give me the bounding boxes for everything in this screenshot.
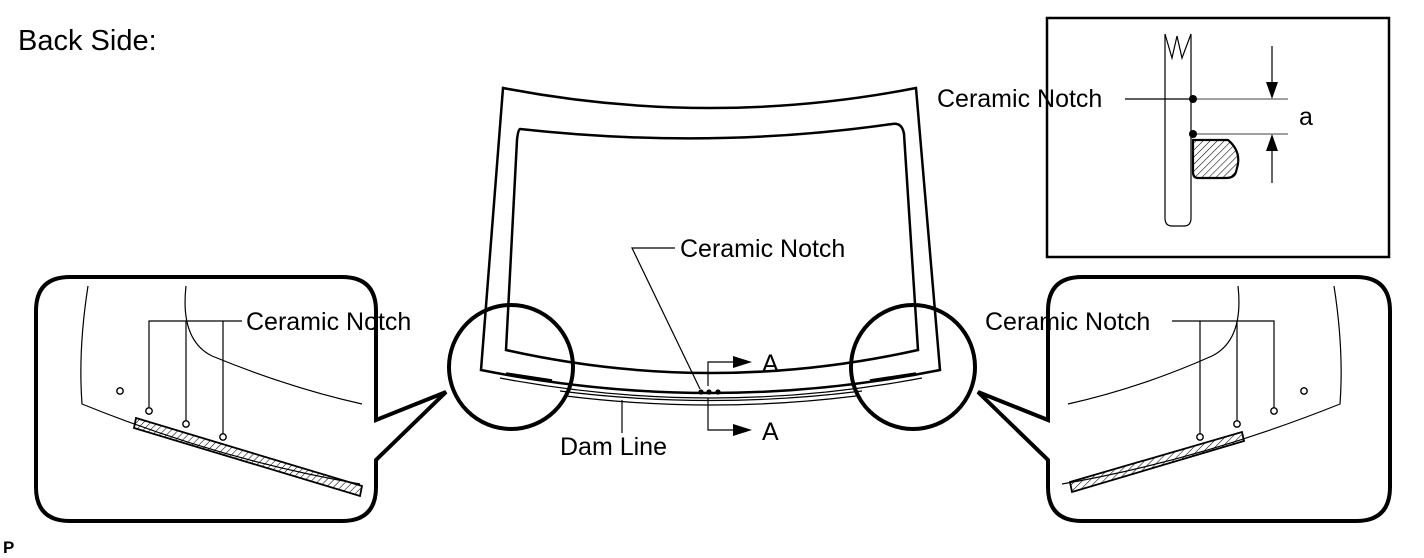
- right-ceramic-notch-label: Ceramic Notch: [985, 308, 1150, 336]
- page-title: Back Side:: [18, 25, 157, 57]
- notch-dot: [706, 389, 712, 395]
- right-detail-panel: Ceramic Notch: [976, 275, 1392, 523]
- arrow-head-icon: [1266, 134, 1278, 151]
- windshield-ceramic-border: [504, 122, 920, 375]
- section-line: [707, 398, 735, 431]
- break-line: [1164, 33, 1192, 61]
- arrow-right-icon: [733, 424, 752, 436]
- section-label-top: A: [762, 350, 779, 378]
- section-inset-frame: [1045, 16, 1391, 259]
- inset-ceramic-notch-label: Ceramic Notch: [937, 85, 1102, 113]
- windshield-inner-edge: [499, 377, 923, 399]
- section-marker-bottom: A: [707, 398, 779, 446]
- center-ceramic-notch-callout: Ceramic Notch: [631, 235, 845, 390]
- left-detail-panel: Ceramic Notch: [34, 275, 448, 523]
- notch-marker: [1270, 407, 1278, 415]
- left-detail-frame: [34, 275, 448, 523]
- mount-hole: [1300, 387, 1308, 395]
- arrow-head-icon: [1266, 82, 1278, 99]
- section-marker-top: A: [707, 350, 779, 386]
- right-ceramic-edge: [1067, 285, 1240, 405]
- left-ceramic-notch-label: Ceramic Notch: [246, 308, 411, 336]
- notch-dot: [698, 389, 704, 395]
- section-line: [707, 361, 735, 386]
- dam-line: [559, 390, 863, 402]
- arrow-right-icon: [733, 356, 752, 368]
- leader-lines: [1172, 320, 1275, 434]
- windshield: [479, 86, 942, 406]
- left-dam-strip: [132, 416, 364, 498]
- glass-section: [1164, 34, 1192, 227]
- notch-marker: [1233, 420, 1241, 428]
- section-inset: Ceramic Notch a: [937, 16, 1391, 259]
- dimension-label: a: [1299, 103, 1313, 131]
- notch-marker: [182, 420, 190, 428]
- dam-profile: [1191, 138, 1240, 180]
- right-detail-frame: [976, 275, 1392, 523]
- notch-marker: [145, 407, 153, 415]
- right-dam-strip: [1068, 430, 1246, 494]
- right-magnifier-circle: [849, 303, 977, 431]
- dam-line-callout: Dam Line: [560, 400, 667, 461]
- dam-line-label: Dam Line: [560, 433, 667, 461]
- notch-dot: [715, 389, 721, 395]
- leader-lines: [148, 320, 242, 434]
- notch-marker: [1196, 433, 1204, 441]
- left-magnifier-circle: [447, 303, 575, 431]
- mount-hole: [116, 387, 124, 395]
- dam-line-inner: [565, 395, 857, 406]
- left-ceramic-edge: [184, 285, 363, 405]
- leader-line: [631, 247, 701, 390]
- center-ceramic-notch-label: Ceramic Notch: [680, 235, 845, 263]
- notch-marker: [219, 433, 227, 441]
- right-dam-bar: [869, 372, 917, 383]
- windshield-outline: [479, 86, 942, 395]
- left-dam-bar: [505, 372, 553, 383]
- figure-code: P: [3, 538, 14, 557]
- section-label-bottom: A: [762, 418, 779, 446]
